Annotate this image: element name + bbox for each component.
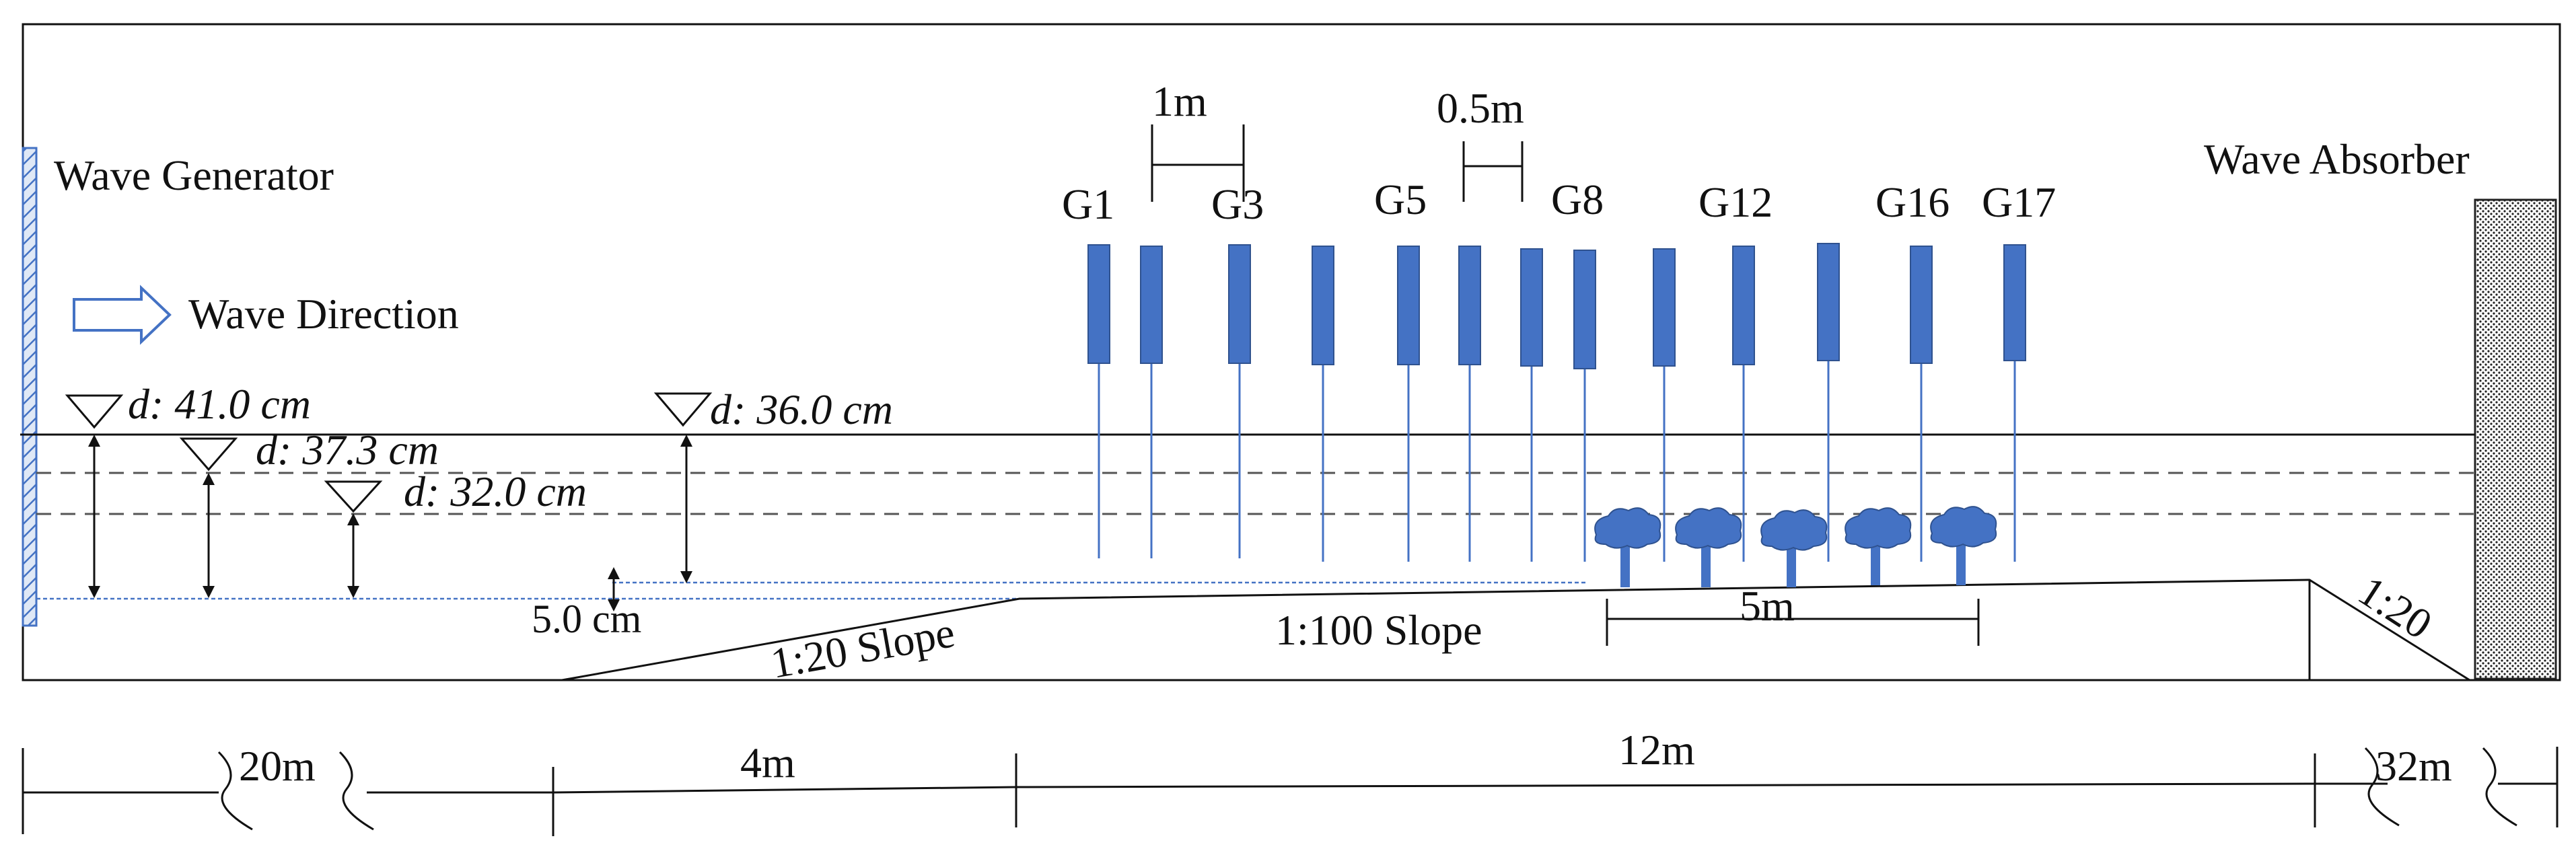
vegetation-icon	[1675, 507, 1742, 587]
step-label: 5.0 cm	[532, 597, 641, 641]
dim-4m-line	[552, 786, 1017, 794]
vegetation-icon	[1930, 506, 1997, 585]
absorber-hatch	[2474, 198, 2557, 680]
break-mark-32m-left	[2364, 747, 2400, 827]
wave-gauge	[1458, 246, 1481, 562]
wave-generator-paddle	[22, 147, 38, 627]
depth-indicator-41: d: 41.0 cm	[65, 380, 311, 598]
slope-1-100-label: 1:100 Slope	[1275, 606, 1482, 654]
depth-label-37: d: 37.3 cm	[256, 426, 439, 474]
spacing-05m-label: 0.5m	[1437, 84, 1524, 132]
wave-gauge	[1817, 243, 1840, 562]
spacing-05m-dimension: 0.5m	[1437, 84, 1524, 202]
wave-direction-label: Wave Direction	[188, 290, 459, 338]
bathymetry-profile	[561, 579, 2470, 681]
wave-gauge	[1653, 248, 1676, 562]
dim-12m-line	[1015, 782, 2316, 788]
wave-gauge	[1732, 246, 1755, 562]
depth-label-41: d: 41.0 cm	[128, 380, 311, 428]
depth-label-32: d: 32.0 cm	[404, 468, 587, 515]
gauge-label-g12: G12	[1698, 178, 1773, 226]
vegetation-5m-dimension: 5m	[1606, 582, 1980, 646]
gauge-label-g5: G5	[1374, 176, 1427, 223]
gauge-label-g1: G1	[1062, 180, 1114, 228]
wave-gauge	[1140, 246, 1163, 558]
water-level-triangle-icon	[179, 437, 238, 472]
gauge-label-g17: G17	[1982, 178, 2056, 226]
wave-gauge	[1520, 248, 1543, 562]
gauge-label-g3: G3	[1211, 180, 1264, 228]
depth-indicator-32: d: 32.0 cm	[324, 468, 587, 598]
gauge-label-g16: G16	[1875, 178, 1949, 226]
wave-gauge	[1910, 246, 1933, 562]
vegetation-models	[1594, 506, 1997, 587]
veg-5m-label: 5m	[1740, 582, 1795, 630]
break-mark-20m-right	[338, 751, 374, 831]
wave-gauge	[1312, 246, 1334, 562]
break-mark-32m-right	[2482, 747, 2517, 827]
spacing-1m-dimension: 1m	[1151, 77, 1245, 202]
dim-20m-label: 20m	[239, 742, 316, 790]
break-mark-20m-left	[217, 751, 253, 831]
vegetation-icon	[1760, 509, 1828, 587]
vegetation-icon	[1845, 507, 1912, 585]
bottom-dimensions: 20m 4m 12m 32m	[22, 726, 2559, 836]
water-level-triangle-icon	[324, 480, 383, 513]
gauge-label-g8: G8	[1551, 176, 1604, 223]
wave-gauge	[1573, 250, 1596, 562]
slope-end-label: 1:20	[2350, 566, 2440, 648]
depth-indicator-36: d: 36.0 cm	[653, 385, 893, 583]
wave-gauge	[1228, 244, 1251, 558]
step-indicator-5cm: 5.0 cm	[532, 567, 641, 641]
wave-gauge	[2003, 244, 2026, 562]
depth-indicator-37: d: 37.3 cm	[179, 426, 439, 598]
dim-4m-label: 4m	[740, 739, 795, 786]
wave-gauge	[1397, 246, 1420, 562]
wave-absorber-label: Wave Absorber	[2204, 135, 2470, 183]
water-level-triangle-icon	[65, 394, 124, 429]
slope-1-20-label: 1:20 Slope	[767, 608, 958, 688]
gauge-labels: G1 G3 G5 G8 G12 G16 G17	[1062, 176, 2056, 228]
dim-32m-label: 32m	[2375, 742, 2452, 790]
wave-gauges	[1087, 243, 2026, 562]
wave-gauge	[1087, 244, 1110, 558]
wave-direction-arrow-icon	[73, 285, 172, 345]
water-level-triangle-icon	[653, 392, 713, 427]
spacing-1m-label: 1m	[1152, 77, 1207, 125]
dim-12m-label: 12m	[1618, 726, 1695, 774]
wave-generator-label: Wave Generator	[54, 151, 334, 199]
vegetation-icon	[1594, 507, 1661, 587]
depth-label-36: d: 36.0 cm	[710, 385, 893, 433]
